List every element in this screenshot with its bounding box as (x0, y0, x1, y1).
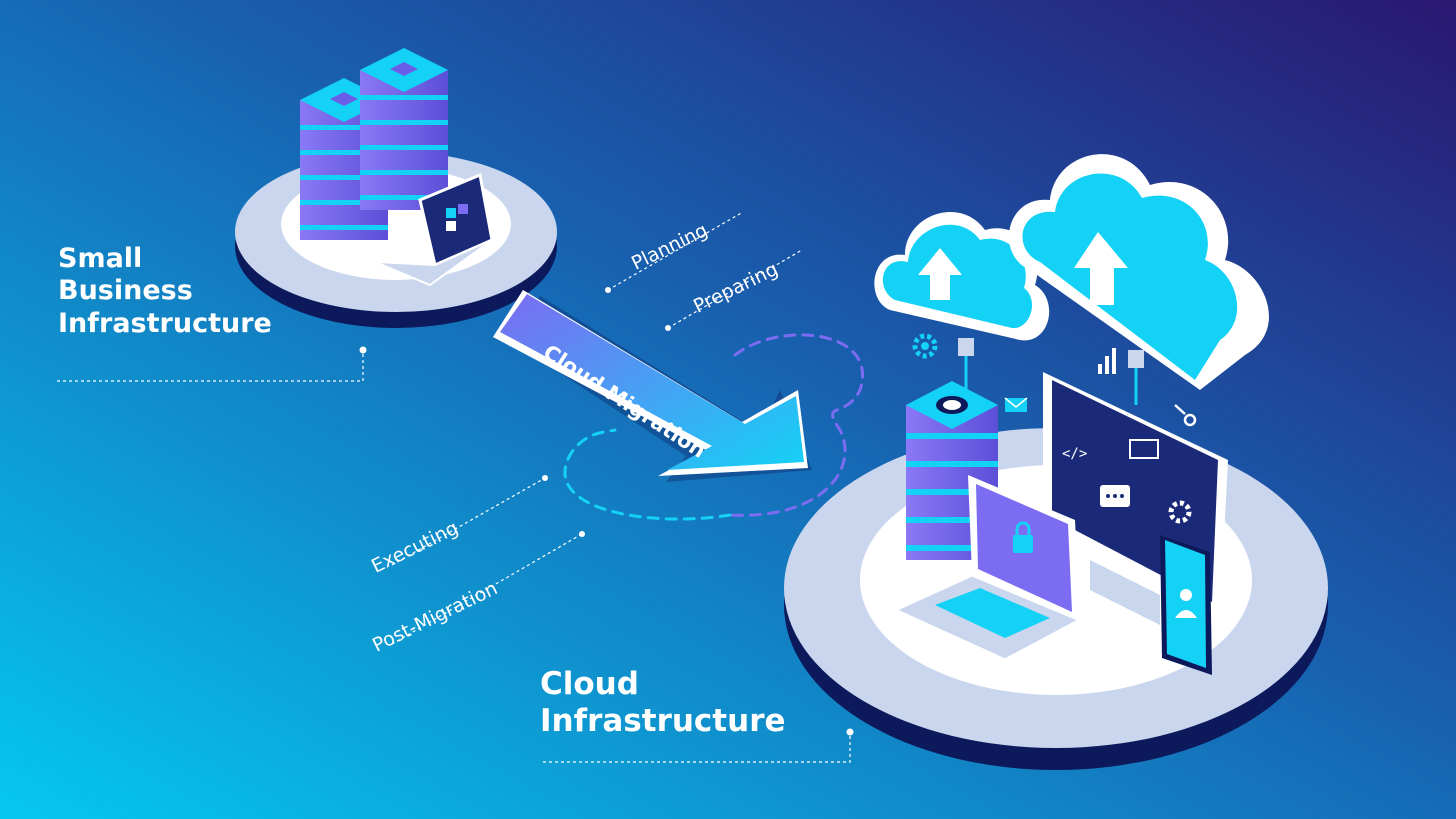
leader-dots (359, 287, 854, 736)
cloud-cables (958, 338, 1144, 405)
gear-icon (912, 333, 938, 359)
cloud-infrastructure-label: Cloud Infrastructure (540, 666, 786, 740)
label-line: Small (58, 243, 143, 274)
settings-gear-icon (1168, 500, 1192, 524)
label-line: Business (58, 275, 193, 307)
cloud-upload-icon (1008, 154, 1269, 390)
server-rack-icon (300, 48, 448, 240)
cloud-upload-icon (874, 211, 1050, 341)
envelope-icon (1004, 397, 1028, 412)
keyboard-icon (935, 588, 1050, 638)
user-icon (1175, 589, 1197, 618)
migration-arrow (493, 290, 812, 482)
label-line: Infrastructure (540, 703, 786, 740)
laptop-icon (374, 172, 494, 287)
leader-lines (57, 211, 851, 763)
migration-cycle-loop (563, 333, 864, 521)
label-line: Cloud (540, 666, 639, 702)
card-icon (1129, 439, 1159, 459)
secure-laptop-icon (891, 475, 1084, 662)
label-line: Infrastructure (58, 307, 272, 339)
small-business-infrastructure-label: Small Business Infrastructure (58, 243, 272, 340)
code-icon: </> (1062, 446, 1087, 462)
smartphone-icon (1160, 535, 1212, 675)
bar-chart-icon (1098, 348, 1116, 374)
key-icon (1174, 404, 1197, 427)
lock-icon (1013, 521, 1033, 553)
